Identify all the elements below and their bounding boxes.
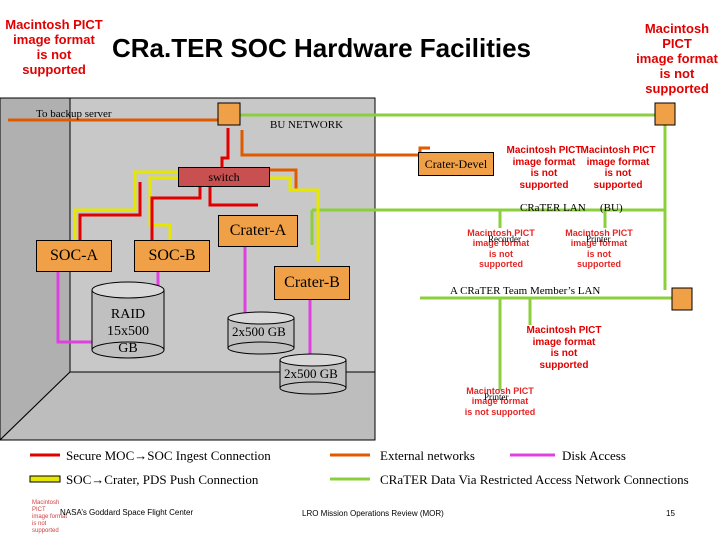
legend-external-networks: External networks	[380, 448, 475, 463]
crater-b-box: Crater-B	[274, 266, 350, 300]
legend-secure-ingest: Secure MOC→SOC Ingest Connection	[66, 448, 271, 463]
crater-devel-box: Crater-Devel	[418, 152, 494, 176]
crater-devel-label: Crater-Devel	[424, 157, 488, 171]
crater-lan-label: CRaTER LAN	[520, 202, 586, 214]
printer-bottom-label: Printer	[484, 392, 509, 402]
soc-a-box: SOC-A	[36, 240, 112, 272]
disk-cylinder-b	[279, 353, 347, 395]
footer-review-name: LRO Mission Operations Review (MOR)	[302, 509, 444, 518]
recorder-label: Recorder	[488, 234, 521, 244]
legend-disk-access: Disk Access	[562, 448, 626, 463]
switch-label: switch	[208, 170, 240, 184]
raid-cylinder	[91, 281, 165, 359]
backup-node	[217, 102, 241, 126]
printer-top-label: Printer	[586, 234, 611, 244]
bu-network-label: BU NETWORK	[270, 119, 344, 131]
crater-b-label: Crater-B	[284, 274, 340, 291]
backup-server-label: To backup server	[36, 108, 112, 120]
switch-box: switch	[178, 167, 270, 187]
crater-a-label: Crater-A	[229, 222, 287, 239]
legend-swatch-yellow	[29, 475, 61, 483]
external-node	[654, 102, 676, 126]
magenta-disk-lines	[56, 245, 312, 360]
orange-network-lines	[8, 118, 430, 190]
footer-organization: NASA’s Goddard Space Flight Center	[60, 508, 194, 517]
green-network-lines	[235, 113, 690, 390]
page-number: 15	[666, 509, 675, 518]
member-lan-label: A CRaTER Team Member’s LAN	[450, 285, 601, 297]
soc-b-label: SOC-B	[148, 247, 196, 264]
member-lan-node	[671, 287, 693, 311]
soc-a-label: SOC-A	[49, 247, 98, 264]
disk-b-label: 2x500 GB	[284, 366, 338, 381]
disk-a-label: 2x500 GB	[232, 324, 286, 339]
page-title: CRa.TER SOC Hardware Facilities	[112, 33, 532, 63]
legend-restricted-network: CRaTER Data Via Restricted Access Networ…	[380, 472, 689, 487]
bu-label: (BU)	[600, 202, 623, 214]
raid-label: RAID 15x500 GB	[107, 307, 149, 356]
yellow-connection-lines	[73, 170, 320, 262]
crater-a-box: Crater-A	[218, 215, 298, 247]
legend-pds-push: SOC→Crater, PDS Push Connection	[66, 472, 259, 487]
red-secure-lines	[78, 128, 258, 240]
soc-b-box: SOC-B	[134, 240, 210, 272]
disk-cylinder-a	[227, 311, 295, 355]
